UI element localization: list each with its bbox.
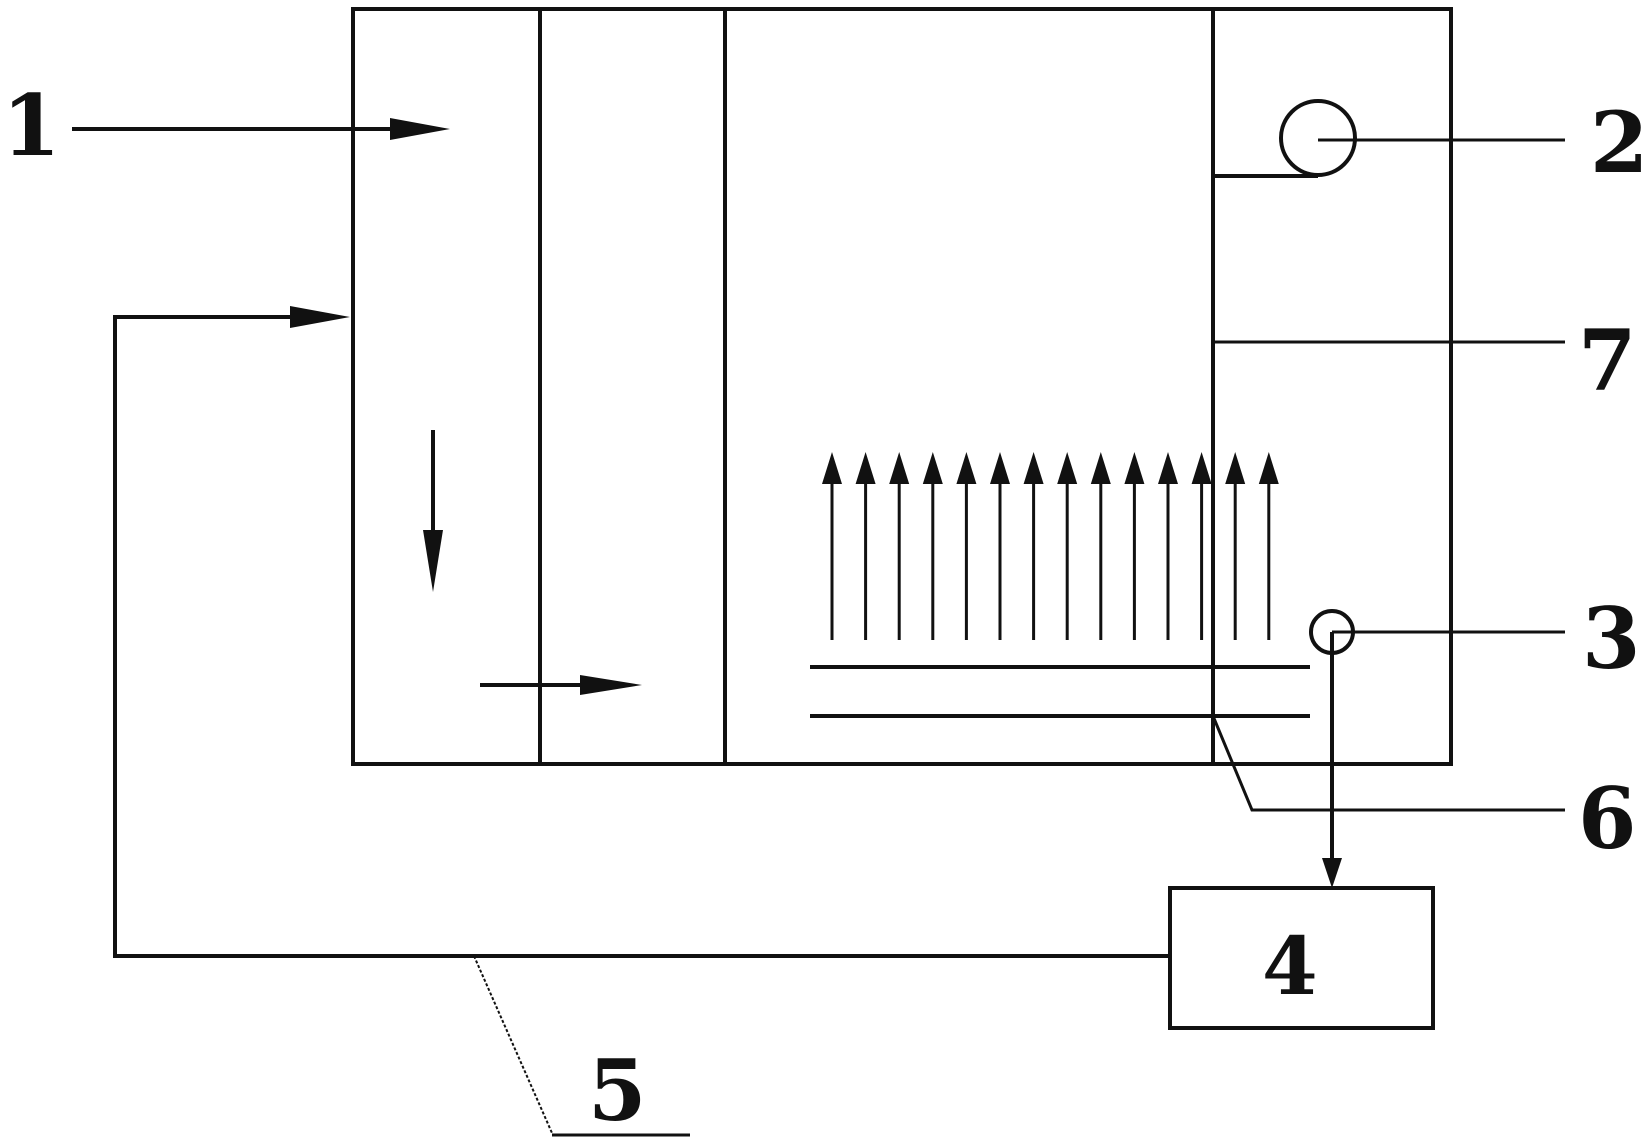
aeration-arrowhead	[889, 452, 910, 484]
return-pipe-5	[113, 315, 1170, 958]
aeration-arrowhead	[1158, 452, 1178, 484]
aeration-arrowhead	[855, 452, 876, 484]
leader-6	[1211, 715, 1565, 812]
aeration-arrow-field	[822, 452, 1279, 640]
aeration-arrowhead	[956, 452, 977, 484]
label-2: 2	[1590, 93, 1644, 192]
return-pipe-arrowhead	[290, 306, 350, 328]
aeration-arrowhead	[1023, 452, 1044, 484]
down-flow-arrowhead	[423, 530, 443, 592]
label-3: 3	[1582, 589, 1640, 688]
label-5: 5	[588, 1041, 646, 1138]
aeration-arrowhead	[1191, 452, 1212, 484]
aeration-arrowhead	[1057, 452, 1078, 484]
main-tank-outline	[351, 7, 1453, 766]
right-flow-arrowhead	[580, 675, 642, 695]
aeration-arrowhead	[1124, 452, 1145, 484]
aeration-arrowhead	[1258, 452, 1279, 484]
label-4: 4	[1262, 919, 1318, 1013]
label-7: 7	[1578, 311, 1636, 410]
aeration-arrowhead	[922, 452, 943, 484]
sensor-2-circle	[1279, 99, 1357, 177]
aeration-arrowhead	[1225, 452, 1246, 484]
aeration-arrowhead	[1090, 452, 1111, 484]
aeration-arrowhead	[822, 452, 842, 484]
label-6: 6	[1578, 769, 1636, 868]
aeration-arrowhead	[990, 452, 1010, 484]
label-1: 1	[2, 76, 60, 175]
inlet-arrowhead	[390, 118, 450, 140]
leader-5-diagonal	[473, 955, 553, 1134]
pipe-3-to-4-arrowhead	[1322, 858, 1342, 888]
